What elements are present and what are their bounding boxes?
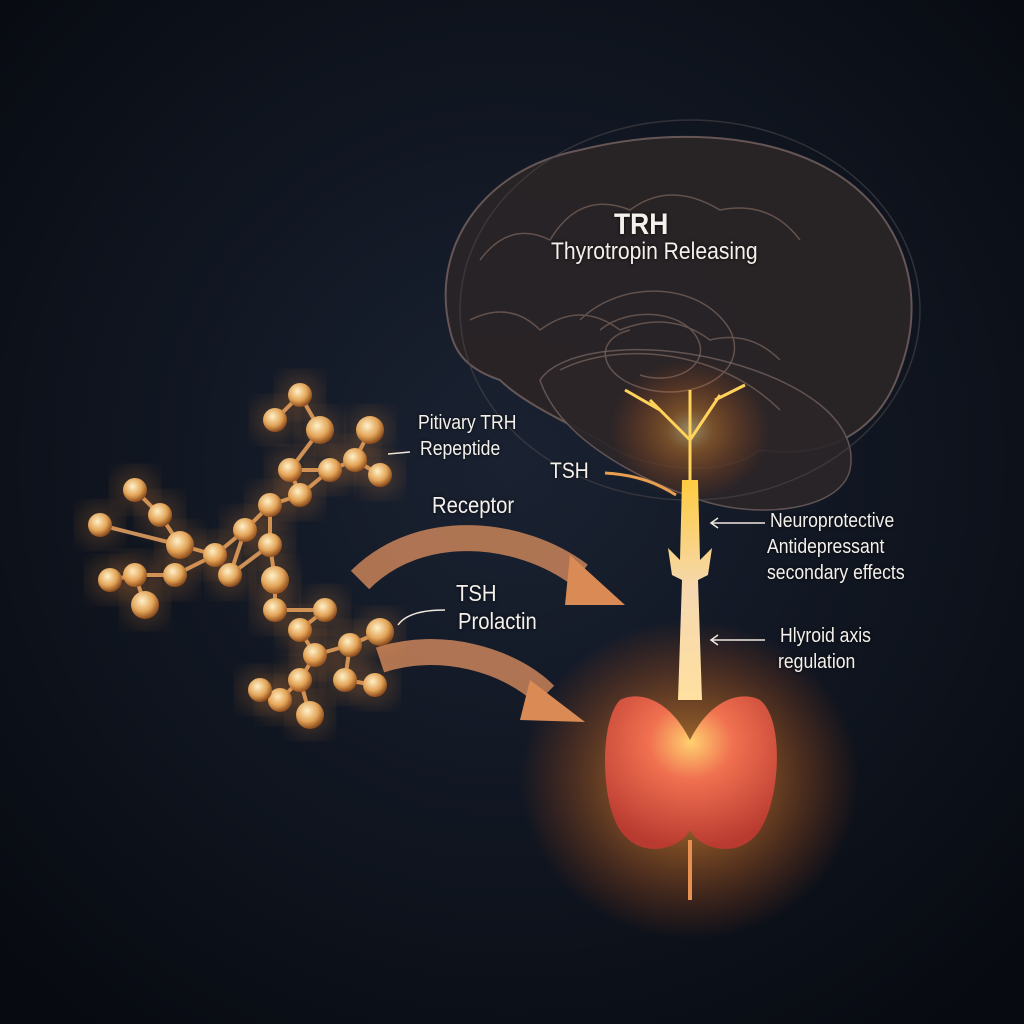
label-prolactin: Prolactin <box>458 608 537 634</box>
neuron-branches <box>624 383 746 490</box>
molecule-atom <box>288 483 312 507</box>
label-effects-line3: secondary effects <box>767 562 905 584</box>
label-pituitary-line2: Repeptide <box>420 438 501 460</box>
label-effects-line1: Neuroprotective <box>770 510 895 532</box>
molecule-atom <box>261 566 289 594</box>
brain-illustration <box>444 119 921 511</box>
molecule-atom <box>296 701 324 729</box>
molecule-atom <box>338 633 362 657</box>
molecule-atom <box>313 598 337 622</box>
molecule-atom <box>306 416 334 444</box>
molecule-atom <box>131 591 159 619</box>
molecule-atom <box>263 408 287 432</box>
trh-molecule <box>78 373 402 737</box>
arrow-head-receptor <box>565 555 625 605</box>
title-abbr: TRH <box>614 208 669 241</box>
molecule-atom <box>363 673 387 697</box>
molecule-atom <box>98 568 122 592</box>
molecule-atom <box>166 531 194 559</box>
molecule-atom <box>148 503 172 527</box>
molecule-atom <box>163 563 187 587</box>
molecule-atom <box>288 383 312 407</box>
title-full: Thyrotropin Releasing <box>551 238 758 265</box>
label-tsh-mid: TSH <box>456 580 497 606</box>
label-axis-line1: Hlyroid axis <box>780 625 871 647</box>
pointer-arrows <box>387 451 765 646</box>
arrow-head-prolactin <box>520 680 585 722</box>
pituitary-stalk <box>668 480 712 700</box>
molecule-atom <box>366 618 394 646</box>
molecule-atom <box>368 463 392 487</box>
molecule-atom <box>88 513 112 537</box>
thyroid-gland <box>605 696 777 849</box>
molecule-atom <box>333 668 357 692</box>
label-axis-line2: regulation <box>778 651 856 673</box>
label-effects-line2: Antidepressant <box>767 536 885 558</box>
molecule-atom <box>356 416 384 444</box>
molecule-atom <box>263 598 287 622</box>
molecule-atom <box>218 563 242 587</box>
molecule-atom <box>248 678 272 702</box>
label-pituitary-line1: Pitivary TRH <box>418 412 517 434</box>
label-receptor: Receptor <box>432 492 515 518</box>
label-tsh-top: TSH <box>550 458 589 483</box>
molecule-atom <box>258 533 282 557</box>
molecule-atom <box>123 478 147 502</box>
molecule-atom <box>258 493 282 517</box>
